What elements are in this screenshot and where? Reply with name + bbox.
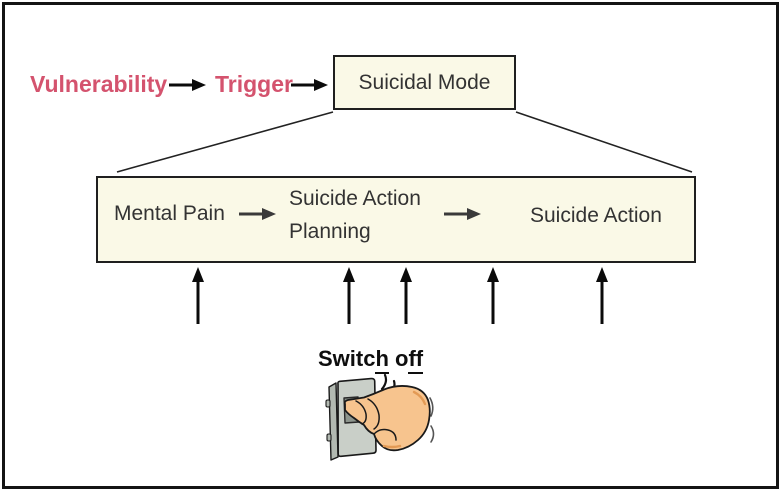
suicide-action-label: Suicide Action xyxy=(530,204,662,227)
process-box: Mental Pain Suicide Action Planning Suic… xyxy=(96,176,696,263)
motion-line-icon xyxy=(380,373,388,391)
motion-line-icon xyxy=(430,425,435,443)
up-arrow-icon xyxy=(487,267,499,324)
suicidal-mode-label: Suicidal Mode xyxy=(358,70,491,94)
switch-off-label-part-underlined: h xyxy=(375,346,389,374)
switch-screw xyxy=(325,399,331,408)
up-arrow-icon xyxy=(400,267,412,324)
suicidal-mode-box: Suicidal Mode xyxy=(333,55,516,110)
vulnerability-label: Vulnerability xyxy=(30,71,168,97)
finger-fold-line xyxy=(355,400,367,425)
hand-icon xyxy=(343,385,431,452)
hand-shading xyxy=(382,444,402,449)
switch-off-label-part-underlined: ff xyxy=(408,346,424,374)
arrow-right-icon xyxy=(444,208,481,220)
switch-screw xyxy=(326,433,332,442)
finger-fold-line xyxy=(367,398,380,430)
suicide-action-planning-line2: Planning xyxy=(289,220,371,243)
trigger-label: Trigger xyxy=(215,71,293,97)
hand-shading xyxy=(412,390,427,406)
switch-off-label: Switch off xyxy=(318,346,424,374)
arrow-right-icon xyxy=(169,79,206,91)
mental-pain-label: Mental Pain xyxy=(114,202,225,225)
switch-off-label-part: Switc xyxy=(318,346,376,371)
switch-press-illustration xyxy=(325,373,435,461)
switch-off-label-part: o xyxy=(388,346,409,371)
up-arrow-icon xyxy=(343,267,355,324)
suicide-action-planning-label: Suicide Action Planning xyxy=(289,182,421,248)
suicide-action-planning-line1: Suicide Action xyxy=(289,187,421,210)
arrow-right-icon xyxy=(291,79,328,91)
arrow-right-icon xyxy=(239,208,276,220)
thumb-line xyxy=(373,428,397,441)
up-arrow-icon xyxy=(192,267,204,324)
up-arrow-icon xyxy=(596,267,608,324)
motion-line-icon xyxy=(429,397,434,417)
switch-plate-side xyxy=(328,382,339,461)
